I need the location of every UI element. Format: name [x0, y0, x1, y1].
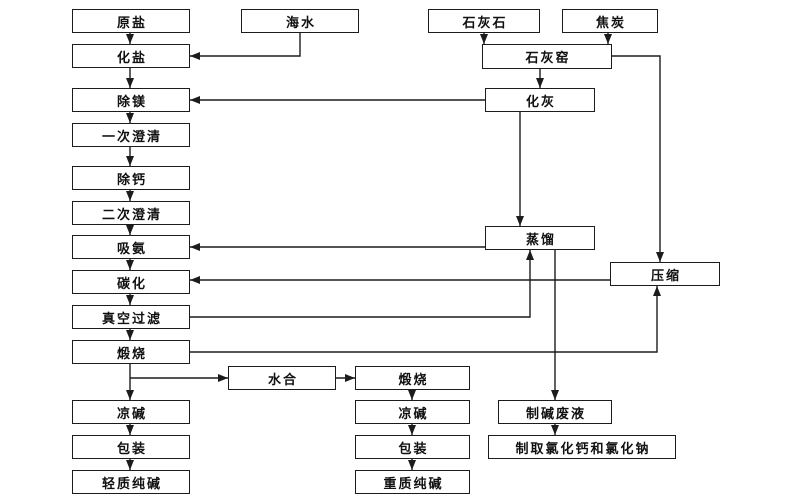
node-carbonate: 碳化	[72, 270, 190, 294]
node-slake-lime: 化灰	[485, 88, 595, 112]
node-cool-light: 凉碱	[72, 400, 190, 424]
node-coke: 焦炭	[562, 9, 658, 33]
node-dissolve-salt: 化盐	[72, 44, 190, 68]
node-lime-kiln: 石灰窑	[482, 44, 612, 69]
edge-calcine-to-compress	[190, 286, 661, 353]
node-light-soda: 轻质纯碱	[72, 470, 190, 494]
node-limestone: 石灰石	[428, 9, 540, 33]
node-pack-dense: 包装	[355, 435, 470, 459]
node-hydrate: 水合	[228, 366, 336, 390]
node-dense-soda: 重质纯碱	[355, 470, 470, 494]
node-compress: 压缩	[610, 262, 720, 286]
edge-lime-kiln-to-compress	[612, 55, 664, 262]
node-calcine-light: 煅烧	[72, 340, 190, 364]
node-first-clarify: 一次澄清	[72, 123, 190, 147]
node-second-clarify: 二次澄清	[72, 201, 190, 225]
node-calcine-dense: 煅烧	[355, 366, 470, 390]
node-pack-light: 包装	[72, 435, 190, 459]
edge-seawater-to-dissolve-salt	[190, 33, 301, 60]
node-product-cacl2-nacl: 制取氯化钙和氯化钠	[488, 435, 676, 459]
node-vacuum-filter: 真空过滤	[72, 305, 190, 329]
node-remove-ca: 除钙	[72, 166, 190, 190]
node-raw-salt: 原盐	[72, 9, 190, 33]
node-seawater: 海水	[241, 9, 359, 33]
node-waste-liquid: 制碱废液	[498, 400, 612, 424]
node-distill: 蒸馏	[485, 226, 595, 250]
edge-vacuum-filter-to-distill	[190, 250, 534, 318]
node-cool-dense: 凉碱	[355, 400, 470, 424]
node-absorb-ammonia: 吸氨	[72, 235, 190, 259]
node-remove-mg: 除镁	[72, 88, 190, 112]
